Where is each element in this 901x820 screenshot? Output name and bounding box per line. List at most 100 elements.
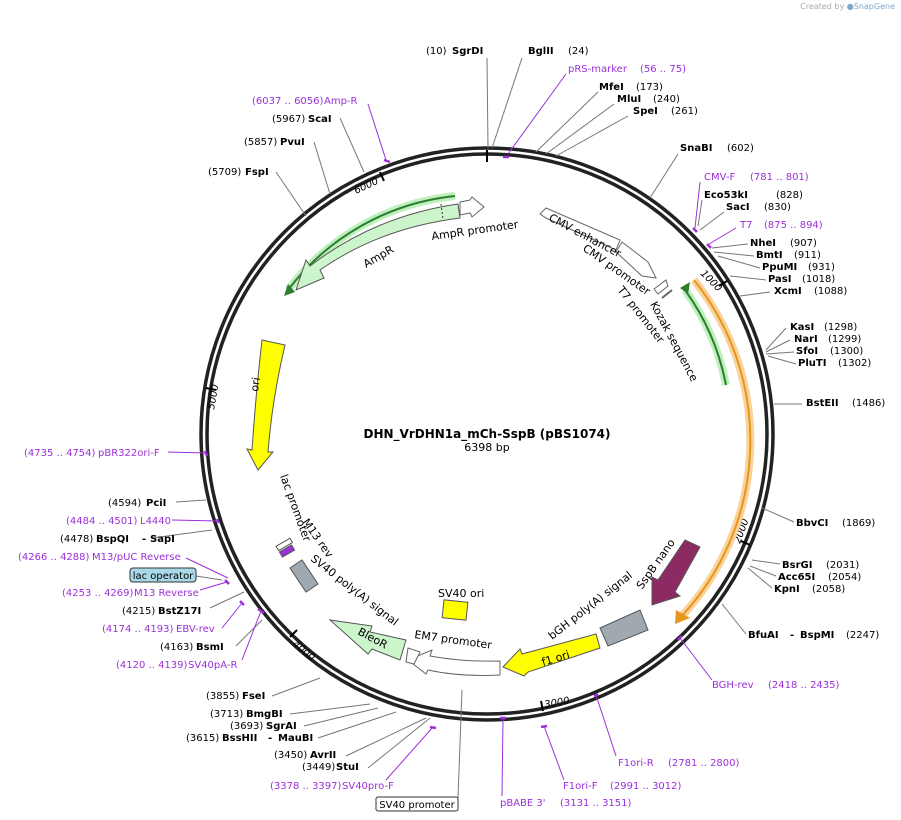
enzyme-bsmi: BsmI — [196, 642, 224, 653]
primer-pos-sv40pro-f: (3378 .. 3397) — [270, 781, 342, 792]
leader-bmti — [713, 251, 755, 257]
enzyme-acc65i: Acc65I — [778, 572, 815, 583]
credit-prefix: Created by — [800, 2, 845, 11]
pleader-l4440 — [171, 519, 219, 522]
enzyme-nhei: NheI — [750, 238, 776, 249]
pleader-ampr — [367, 103, 387, 161]
feature-ori-arrow — [246, 339, 286, 471]
pm-ampr — [383, 158, 391, 164]
leader-bbvci — [761, 507, 795, 523]
enzyme-pos-scai: (5967) — [272, 114, 305, 125]
leader-xcmi — [739, 291, 771, 297]
tick-6000 — [379, 171, 385, 182]
leader-bstz17i — [209, 591, 245, 609]
feature-bleor-arrow — [328, 619, 407, 661]
enzyme-fsei: FseI — [242, 691, 265, 702]
feature-ampr-arrow — [295, 203, 461, 291]
primer-sv40pa-r: SV40pA-R — [188, 660, 237, 671]
enzyme-pos-bfuai: (2247) — [846, 630, 879, 641]
feature-lac-promoter — [275, 537, 294, 552]
enzyme-pos-eco53ki: (828) — [776, 190, 803, 201]
enzyme-bbvci: BbvCI — [796, 518, 828, 529]
feature-sv40-ori — [441, 599, 469, 621]
leader-stui — [367, 717, 431, 769]
label-sv40-polya: SV40 poly(A) signal — [308, 552, 401, 628]
orange-track-arrowhead — [675, 610, 690, 624]
leader-bmgbi — [289, 703, 371, 715]
leader-bspqi — [151, 529, 213, 539]
tick-5000 — [205, 387, 217, 391]
tick-label-4000: 4000 — [290, 639, 317, 664]
enzyme-pos-avrii: (3450) — [274, 750, 307, 761]
primer-pos-sv40pa-r: (4120 .. 4139) — [116, 660, 188, 671]
pleader-m13r — [199, 581, 228, 591]
leader-bsrgi — [751, 559, 781, 565]
enzyme-pos-bstz17i: (4215) — [122, 606, 155, 617]
enzyme-leaders — [151, 57, 802, 799]
primer-pos-ebv-rev: (4174 .. 4193) — [102, 624, 174, 635]
label-lac-promoter: lac promoter — [277, 473, 313, 544]
plasmid-length: 6398 bp — [464, 441, 509, 454]
enzyme-bglii: BglII — [528, 46, 554, 57]
enzyme-bfuai: BfuAI — [748, 630, 779, 641]
enzyme-pos-bspqi: (4478) — [60, 534, 93, 545]
leader-bsshii — [317, 711, 397, 739]
tick-label-3000: 3000 — [544, 696, 571, 711]
primer-pos-l4440: (4484 .. 4501) — [66, 516, 138, 527]
enzyme-saci: SacI — [726, 202, 750, 213]
enzyme-spei: SpeI — [633, 106, 658, 117]
snapgene-credit: Created by ●SnapGene — [800, 2, 895, 11]
primer-pos-m13-reverse: (4253 .. 4269) — [62, 588, 134, 599]
enzyme-bspqi: BspQI — [96, 534, 129, 545]
feature-m13-rev — [278, 544, 296, 558]
ampr-track-arrowhead — [284, 284, 295, 296]
enzyme-pos-pvui: (5857) — [244, 137, 277, 148]
enzyme-pos-sfoi: (1300) — [830, 346, 863, 357]
enzyme-sgrai: SgrAI — [266, 721, 297, 732]
primer-m13-reverse: M13 Reverse — [134, 588, 199, 599]
enzyme-pos-stui: (3449) — [302, 762, 335, 773]
enzyme-pos-kpni: (2058) — [812, 584, 845, 595]
pm-t7 — [706, 243, 712, 249]
label-ampr-promoter: AmpR promoter — [431, 218, 520, 243]
leader-acc65i — [749, 565, 777, 577]
pleader-m13puc — [185, 557, 229, 579]
primer-l4440: L4440 — [140, 516, 171, 527]
tick-2000 — [740, 540, 751, 546]
enzyme-pos-bmgbi: (3713) — [210, 709, 243, 720]
enzyme-pos-ppumi: (931) — [808, 262, 835, 273]
enzyme-kasi: KasI — [790, 322, 814, 333]
leader-fspi — [275, 171, 307, 217]
leader-sfoi — [765, 351, 795, 355]
ampr-dotted — [440, 203, 444, 220]
pm-cmvf — [692, 227, 698, 233]
enzyme-ppumi: PpuMI — [762, 262, 797, 273]
primer-f1ori-f: F1ori-F — [563, 781, 598, 792]
primer-m13puc-reverse: M13/pUC Reverse — [92, 552, 181, 563]
leader-bfuai — [721, 603, 747, 635]
enzyme-pos-bsshii: (3615) — [186, 733, 219, 744]
primer-pbr322ori-f: pBR322ori-F — [98, 448, 160, 459]
leader-nari — [765, 339, 791, 353]
pleader-bgh — [679, 637, 713, 681]
feature-f1-ori-arrow — [502, 633, 601, 677]
feature-sv40-polya — [289, 559, 319, 593]
primer-ebv-rev: EBV-rev — [176, 624, 215, 635]
leader-kasi — [765, 327, 787, 351]
leader-spei — [555, 115, 629, 157]
leader-saci — [699, 211, 725, 231]
leader-snabi — [649, 153, 679, 199]
lac-operator-label: lac operator — [133, 571, 194, 582]
scale-ticks — [205, 171, 751, 712]
enzyme-bsshii: BssHII — [222, 733, 257, 744]
orange-track-line — [679, 279, 752, 619]
snapgene-logo: ● — [846, 2, 854, 11]
pleader-cmvf — [694, 181, 701, 229]
tick-3000 — [540, 700, 544, 712]
pm-pbr — [203, 450, 209, 457]
enzyme-pos-acc65i: (2054) — [828, 572, 861, 583]
leader-mfei — [535, 91, 599, 153]
feature-sspb-nano-arrow — [651, 539, 701, 606]
leader-lac-operator — [195, 575, 223, 581]
leader-avrii — [345, 717, 427, 757]
